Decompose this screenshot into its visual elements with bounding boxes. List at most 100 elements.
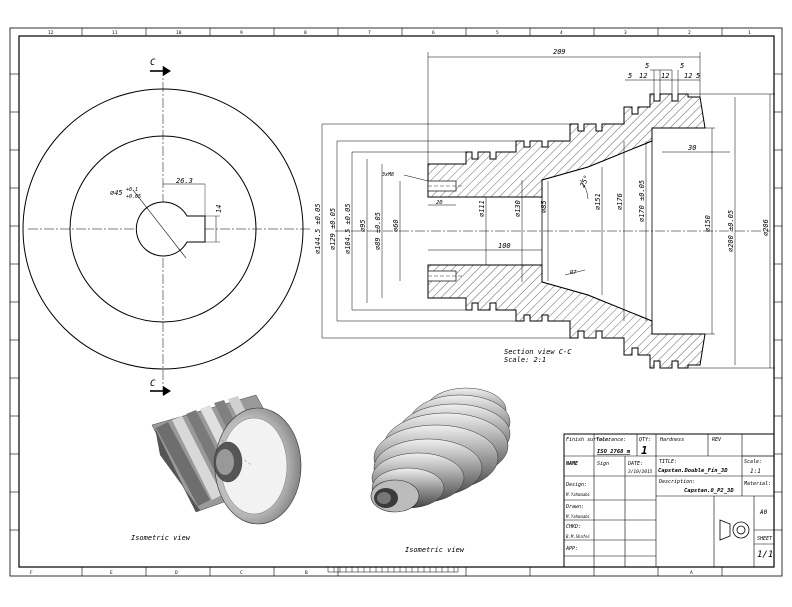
- tb-description-value: Capstan.0_P2_3D: [684, 488, 734, 494]
- border-num: 8: [304, 30, 307, 36]
- iso-label-right: Isometric view: [405, 546, 465, 554]
- tb-size-value: A0: [759, 509, 768, 516]
- isometric-view-left: Isometric view: [131, 394, 302, 542]
- dim-radius: R7: [570, 270, 577, 276]
- border-letter: D: [175, 570, 178, 576]
- border-num: 6: [432, 30, 435, 36]
- tb-title-label: TITLE:: [659, 459, 677, 465]
- dim-fin-4: 12: [684, 72, 692, 80]
- border-num: 11: [112, 30, 118, 36]
- dim-dia-60: ⌀60: [392, 219, 400, 232]
- projection-symbol-icon: [719, 519, 750, 541]
- tb-chkd-label: CHKD:: [566, 524, 581, 530]
- dim-fin-5: 5: [696, 72, 700, 80]
- dim-bore-depth: 20: [436, 200, 443, 206]
- border-num: 4: [560, 30, 563, 36]
- dim-fin-1: 5: [628, 72, 632, 80]
- tb-rev-label: REV: [712, 437, 722, 443]
- section-upper-half: [427, 93, 706, 198]
- tb-finish-surface: Finish surface:: [566, 437, 611, 443]
- dim-dia-200: ⌀200 ±0.05: [727, 210, 735, 252]
- tb-date-value: 3/10/2015: [627, 469, 653, 475]
- section-lower-half: [427, 264, 706, 369]
- dim-dia-95: ⌀95: [359, 219, 367, 232]
- dim-fin-pitch-1: 5: [645, 62, 649, 70]
- title-block-text: Finish surface: Tolerance: ISO 2768 m QT…: [565, 437, 773, 560]
- middle-circle: [69, 135, 257, 323]
- border-letter: A: [690, 570, 693, 576]
- hole-leader: [132, 189, 187, 259]
- border-number-labels: 12 11 10 9 8 7 6 5 4 3 2 1 F E D C B A: [30, 30, 751, 576]
- border-num: 3: [624, 30, 627, 36]
- dim-dia-130: ⌀130: [514, 200, 522, 217]
- tb-date-label: DATE:: [627, 461, 643, 467]
- dim-angle: 25°: [579, 174, 592, 189]
- border-num: 1: [748, 30, 751, 36]
- border-num: 7: [368, 30, 371, 36]
- section-arrowhead-bottom: [163, 386, 171, 396]
- border-ticks: [10, 28, 782, 576]
- dim-fin-3: 12: [661, 72, 669, 80]
- dim-shoulder: 30: [687, 144, 696, 152]
- tb-tolerance-value: ISO 2768 m: [597, 449, 631, 455]
- dim-dia-111: ⌀111: [478, 200, 486, 217]
- bore-with-keyway: [135, 201, 206, 257]
- iso-label-left: Isometric view: [131, 534, 191, 542]
- dim-overall-length: 209: [553, 48, 566, 56]
- border-num: 5: [496, 30, 499, 36]
- tb-sheet-label: SHEET: [757, 536, 773, 542]
- tb-drawn-label: Drawn:: [565, 504, 584, 510]
- hole-diameter-dim: ⌀45: [110, 189, 123, 197]
- tb-title-value: Capstan.Double_Fin_3D: [658, 468, 728, 474]
- dim-dia-151: ⌀151: [594, 193, 602, 210]
- cone-bore-edges: [541, 140, 653, 322]
- tb-tolerance-label: Tolerance:: [596, 437, 626, 443]
- border-num: 12: [48, 30, 54, 36]
- border-letter: C: [240, 570, 243, 576]
- dim-dia-129: ⌀129 ±0.05: [329, 208, 337, 250]
- dim-dia-170: ⌀170 ±0.05: [638, 180, 646, 222]
- front-view: 26.3 14 ⌀45 +0.1 +0.05 C C: [22, 58, 310, 396]
- section-view: 209 5 12 12 12 5 5 5 30 ⌀144.5 ±0.05 ⌀12…: [314, 48, 775, 369]
- section-label-top: C: [150, 58, 156, 68]
- dim-dia-176: ⌀176: [616, 193, 624, 210]
- dim-thread: 3xM8: [381, 172, 394, 178]
- hole-tol-minus: +0.05: [126, 194, 141, 200]
- dim-dia-150: ⌀150: [704, 215, 712, 232]
- dim-dia-144: ⌀144.5 ±0.05: [314, 203, 322, 254]
- section-caption: Section view C-C: [504, 348, 572, 356]
- dim-dia-89: ⌀89 ±0.05: [374, 212, 382, 250]
- border-num: 2: [688, 30, 691, 36]
- dim-fin-2: 12: [639, 72, 647, 80]
- tb-drawn-value: M.Yahmaabi: [565, 514, 590, 519]
- border-letter: E: [110, 570, 113, 576]
- section-arrowhead-top: [163, 66, 171, 76]
- border-num: 9: [240, 30, 243, 36]
- dim-fin-pitch-2: 5: [680, 62, 684, 70]
- tb-qty-value: 1: [641, 444, 648, 457]
- tb-description-label: Description:: [658, 479, 695, 485]
- tb-scale-value: 1:1: [750, 468, 761, 475]
- hole-tol-plus: +0.1: [126, 187, 138, 193]
- tb-scale-label: Scale:: [744, 459, 762, 465]
- border-num: 10: [176, 30, 182, 36]
- border-letter: F: [30, 570, 33, 576]
- dimension-lines: [321, 52, 775, 369]
- tb-name-label: NAME: [565, 461, 579, 467]
- dim-length-100: 100: [498, 242, 511, 250]
- tb-sign-label: Sign: [597, 461, 609, 467]
- tb-design-label: Design:: [565, 482, 587, 488]
- isometric-view-right: Isometric view: [370, 387, 511, 554]
- tb-material-label: Material:: [743, 481, 771, 487]
- tb-qty-label: QTY:: [639, 437, 651, 443]
- tb-hardness-label: Hardness: [659, 437, 684, 443]
- dim-dia-104: ⌀104.5 ±0.05: [344, 203, 352, 254]
- tb-design-value: M.Yahmaabi: [565, 492, 590, 497]
- section-scale: Scale: 2:1: [504, 356, 546, 364]
- title-block: [563, 433, 775, 568]
- keyway-width-dim: 14: [215, 205, 223, 213]
- tb-sheet-value: 1/1: [757, 550, 773, 560]
- dim-dia-206: ⌀206: [762, 219, 770, 236]
- scale-ruler: [327, 566, 459, 573]
